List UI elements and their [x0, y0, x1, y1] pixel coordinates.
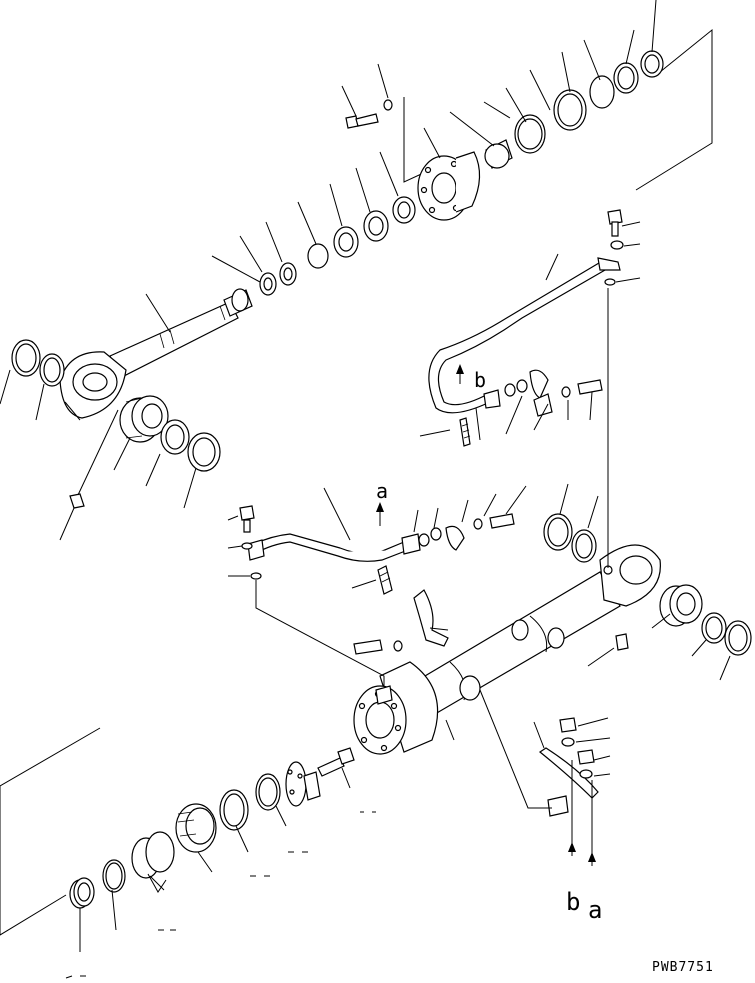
label-dashes [65, 811, 376, 979]
lower-ring-3 [102, 859, 126, 893]
rod-packing-2 [363, 210, 389, 242]
right-rings-upper [543, 513, 597, 563]
cylinder-head-flange-lower [353, 661, 439, 755]
cylinder-tube [397, 571, 621, 725]
pipe-b-clamp [459, 417, 471, 447]
pipe-b-bolt [607, 209, 623, 237]
piston-ring-4 [613, 62, 639, 94]
flow-label-b-lower: b [566, 888, 581, 916]
pipe-a-washer [241, 542, 253, 550]
lower-clamp-nuts [559, 717, 595, 779]
pipe-b-fittings [504, 369, 603, 417]
bottom-snap-ring [701, 612, 727, 644]
cylinder-bottom-eye [599, 544, 661, 607]
piston-ring-2 [553, 89, 587, 131]
arrow-b-upper [456, 364, 464, 384]
flow-label-a-upper: a [376, 479, 389, 503]
rod-eye-dust-seal [187, 432, 221, 472]
lower-ring-4 [69, 877, 95, 909]
piston-ring-5 [640, 50, 664, 78]
rod-packing-1 [333, 226, 359, 258]
piston-ring-3 [589, 75, 615, 109]
left-ring-1 [11, 339, 41, 377]
assembly-connector-lines [147, 288, 609, 893]
cylinder-head [417, 151, 481, 221]
pipe-b [428, 257, 621, 414]
arrow-a-upper [376, 502, 384, 526]
tube-bracket [413, 589, 449, 647]
pipe-a-oring [250, 572, 262, 580]
piston-rod-upper [59, 288, 253, 421]
rod-eye-snap-ring [160, 419, 190, 455]
piston-nut [285, 761, 321, 807]
pipe-b-washer [610, 240, 624, 250]
arrow-a-lower [588, 780, 596, 866]
pipe-a-clamp [377, 565, 393, 595]
left-ring-2 [39, 353, 65, 387]
pipe-a-bolt [239, 505, 255, 533]
piston-ring-1 [514, 114, 546, 154]
arrow-b-lower [568, 760, 576, 856]
grease-fitting-lower [615, 633, 629, 651]
drawing-number: PWB7751 [652, 960, 714, 975]
bottom-dust-seal [724, 620, 752, 656]
pipe-b-oring [604, 278, 616, 286]
pipe-a-fittings [418, 513, 515, 551]
lower-ring-2 [219, 789, 249, 831]
pipe-a [247, 533, 421, 562]
piston [175, 803, 217, 853]
rod-seal-set [259, 243, 329, 296]
rod-packing-3 [392, 196, 416, 224]
lower-frame-lines [0, 727, 101, 936]
lower-clamp [538, 747, 599, 817]
leader-lines [0, 0, 731, 952]
lower-ring-1 [255, 773, 281, 811]
head-bolt [345, 113, 379, 129]
grease-fitting-upper [69, 409, 119, 509]
flow-label-a-lower: a [588, 896, 603, 924]
flow-label-b-upper: b [474, 368, 487, 392]
head-washer [383, 99, 393, 111]
rod-eye-bushing [119, 395, 169, 443]
piston-wear-rings [131, 831, 175, 879]
head-bushing [484, 139, 513, 169]
piston-bolt [317, 747, 355, 777]
bottom-bushing [659, 584, 703, 627]
tube-bracket-bolt [353, 639, 403, 655]
